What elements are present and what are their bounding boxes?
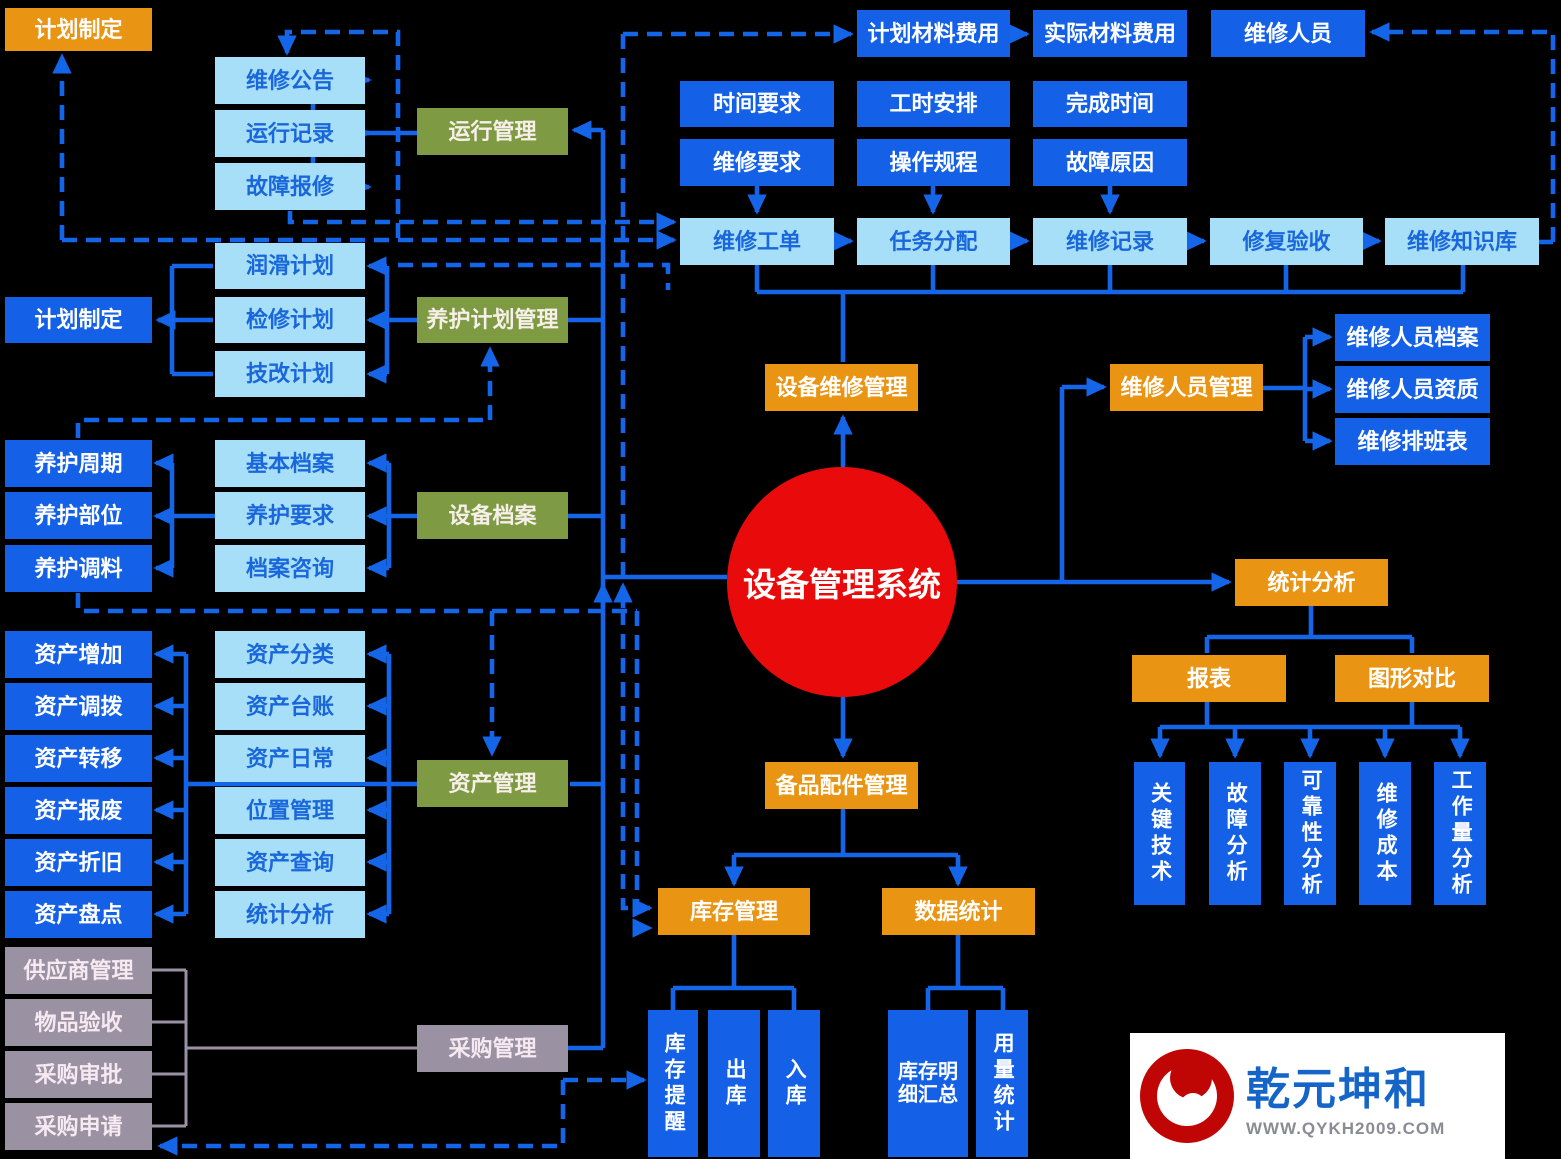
node-actual-material-cost: 实际材料费用 (1033, 10, 1187, 57)
node-reliability-analysis: 可靠性分析 (1284, 762, 1336, 905)
node-report: 报表 (1132, 655, 1286, 702)
system-center-label: 设备管理系统 (743, 566, 941, 603)
node-repair-staff-qualify: 维修人员资质 (1335, 366, 1490, 413)
node-asset-daily: 资产日常 (215, 735, 365, 782)
node-spare-parts-mgmt: 备品配件管理 (765, 762, 918, 809)
node-finish-time: 完成时间 (1033, 81, 1187, 127)
node-purchase-mgmt: 采购管理 (417, 1025, 568, 1072)
dashed-connector (632, 611, 653, 938)
node-equipment-archive: 设备档案 (417, 492, 568, 539)
node-maintenance-material: 养护调料 (5, 545, 152, 592)
node-asset-depreciate: 资产折旧 (5, 839, 152, 886)
node-asset-query: 资产查询 (215, 839, 365, 886)
node-maintenance-plan-mgmt: 养护计划管理 (417, 297, 568, 343)
node-workhour-arrange: 工时安排 (857, 81, 1010, 127)
node-overhaul-plan: 检修计划 (215, 297, 365, 343)
node-goods-accept: 物品验收 (5, 999, 152, 1046)
node-inventory-detail: 库存明细汇总 (888, 1010, 968, 1157)
node-stat-analysis: 统计分析 (1235, 559, 1388, 606)
dashed-connector (398, 262, 671, 290)
node-asset-ledger: 资产台账 (215, 683, 365, 730)
node-inbound: 入库 (768, 1010, 820, 1157)
node-inventory-alert: 库存提醒 (648, 1010, 698, 1157)
node-repair-knowledge: 维修知识库 (1385, 218, 1539, 265)
node-location-mgmt: 位置管理 (215, 787, 365, 834)
node-inventory-mgmt: 库存管理 (658, 888, 810, 935)
node-asset-transfer: 资产转移 (5, 735, 152, 782)
node-workload-analysis: 工作量分析 (1434, 762, 1486, 905)
node-operation-mgmt: 运行管理 (417, 108, 568, 155)
system-center-circle: 设备管理系统 (727, 467, 957, 697)
node-modification-plan: 技改计划 (215, 351, 365, 397)
node-asset-scrap: 资产报废 (5, 787, 152, 834)
node-fault-analysis: 故障分析 (1209, 762, 1261, 905)
node-data-stat: 数据统计 (882, 888, 1035, 935)
node-repair-schedule: 维修排班表 (1335, 418, 1490, 465)
brand-url: WWW.QYKH2009.COM (1246, 1119, 1446, 1138)
dashed-connector (157, 1080, 566, 1156)
node-repair-record: 维修记录 (1033, 218, 1187, 265)
node-plan-making-top: 计划制定 (5, 8, 152, 51)
node-repair-staff-archive: 维修人员档案 (1335, 314, 1490, 361)
node-purchase-request: 采购申请 (5, 1103, 152, 1150)
node-planned-material-cost: 计划材料费用 (857, 10, 1010, 57)
node-stat-analysis-asset: 统计分析 (215, 891, 365, 938)
brand-logo: 乾元坤和 WWW.QYKH2009.COM (1130, 1033, 1505, 1159)
dashed-connector (277, 29, 401, 238)
node-purchase-approve: 采购审批 (5, 1051, 152, 1098)
node-repair-workorder: 维修工单 (680, 218, 834, 265)
node-graph-compare: 图形对比 (1335, 655, 1489, 702)
node-key-tech: 关键技术 (1134, 762, 1185, 905)
node-archive-query: 档案咨询 (215, 545, 365, 592)
node-asset-classify: 资产分类 (215, 631, 365, 678)
node-lubrication-plan: 润滑计划 (215, 243, 365, 289)
dashed-connector (287, 211, 677, 232)
node-task-assign: 任务分配 (857, 218, 1010, 265)
node-fault-report: 故障报修 (215, 163, 365, 210)
brand-name: 乾元坤和 (1246, 1065, 1430, 1114)
node-maintenance-part: 养护部位 (5, 492, 152, 539)
node-fault-cause: 故障原因 (1033, 139, 1187, 186)
node-maintenance-require: 养护要求 (215, 492, 365, 539)
node-repair-notice: 维修公告 (215, 57, 365, 104)
node-operation-record: 运行记录 (215, 110, 365, 157)
node-asset-add: 资产增加 (5, 631, 152, 678)
dashed-connector (75, 593, 637, 614)
node-operation-procedure: 操作规程 (857, 139, 1010, 186)
brand-logo-icon (1140, 1049, 1234, 1143)
node-usage-stat: 用量统计 (976, 1010, 1028, 1157)
dashed-connector (75, 417, 490, 438)
node-supplier-mgmt: 供应商管理 (5, 947, 152, 994)
node-repair-cost: 维修成本 (1359, 762, 1411, 905)
node-maintenance-cycle: 养护周期 (5, 440, 152, 487)
node-plan-making: 计划制定 (5, 297, 152, 343)
node-repair-staff: 维修人员 (1211, 10, 1365, 57)
node-asset-mgmt: 资产管理 (417, 760, 568, 807)
node-asset-allocate: 资产调拨 (5, 683, 152, 730)
dashed-connector (620, 34, 653, 918)
node-outbound: 出库 (708, 1010, 760, 1157)
dashed-connector (1369, 22, 1556, 242)
node-basic-archive: 基本档案 (215, 440, 365, 487)
node-repair-staff-mgmt: 维修人员管理 (1110, 364, 1263, 411)
node-repair-accept: 修复验收 (1210, 218, 1363, 265)
node-repair-require: 维修要求 (680, 139, 834, 186)
node-asset-check: 资产盘点 (5, 891, 152, 938)
node-equipment-repair-mgmt: 设备维修管理 (765, 364, 918, 411)
node-time-require: 时间要求 (680, 81, 834, 127)
